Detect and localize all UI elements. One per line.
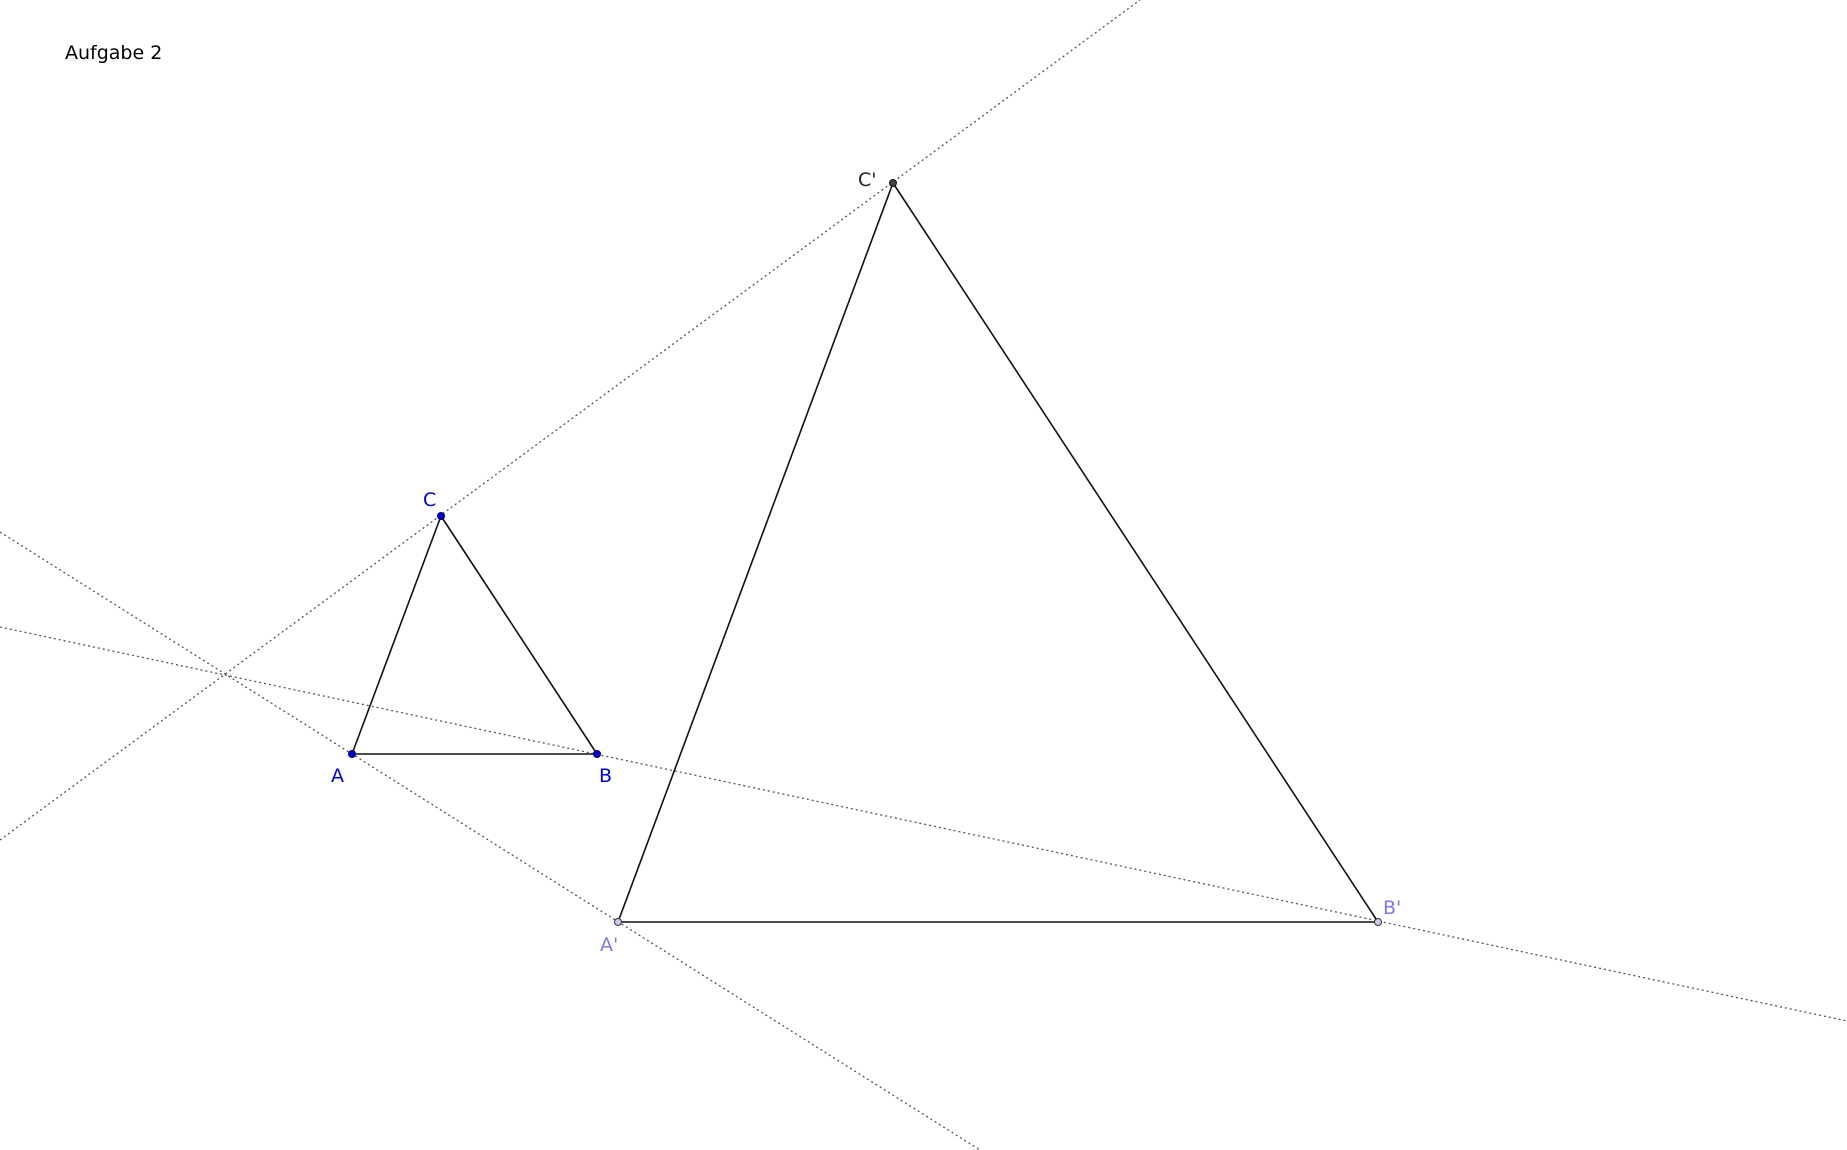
segment-b-prime-c-prime[interactable] (892, 182, 1379, 923)
projection-line-b (0, 626, 1847, 1022)
projection-line-a (0, 531, 981, 1150)
projection-line-c (0, 0, 1141, 841)
segment-ca[interactable] (351, 515, 442, 755)
point-c[interactable] (437, 512, 445, 520)
segment-bc[interactable] (440, 515, 598, 755)
label-b-prime: B' (1383, 897, 1401, 919)
label-c: C (423, 489, 436, 511)
point-a[interactable] (348, 750, 356, 758)
label-a-prime: A' (600, 934, 618, 956)
point-a-prime[interactable] (614, 918, 622, 926)
page-title: Aufgabe 2 (65, 42, 163, 64)
label-c-prime: C' (858, 169, 877, 191)
segment-c-prime-a-prime[interactable] (617, 182, 894, 923)
label-b: B (599, 765, 612, 787)
point-c-prime[interactable] (889, 179, 897, 187)
point-b[interactable] (593, 750, 601, 758)
point-b-prime[interactable] (1374, 918, 1382, 926)
label-a: A (331, 765, 344, 787)
